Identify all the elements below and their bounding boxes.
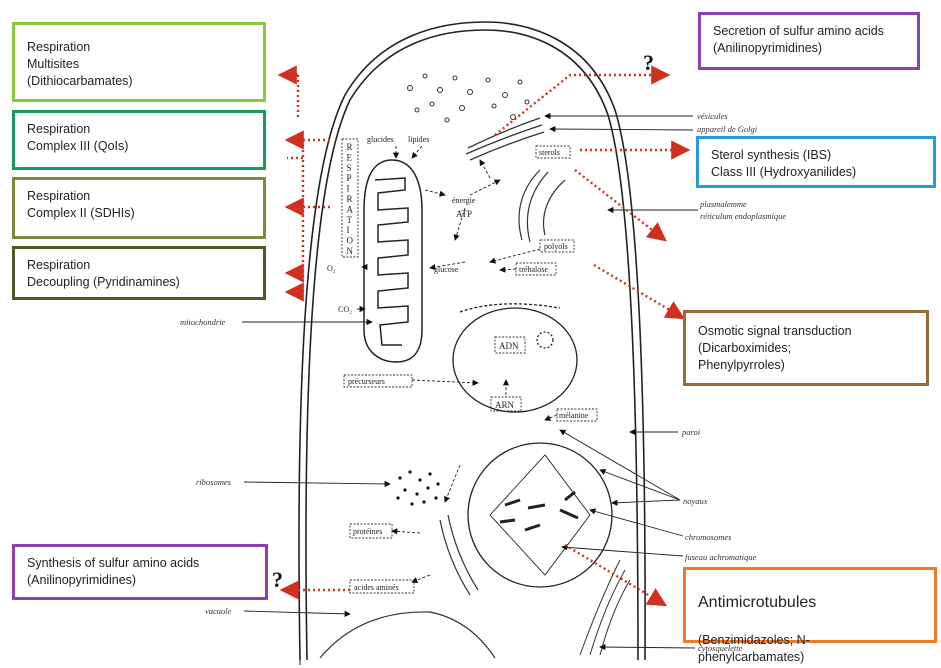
label-ribosomes: ribosomes [196, 477, 232, 487]
label-paroi: paroi [681, 427, 701, 437]
label-precurseurs: précurseurs [348, 377, 385, 386]
nucleus-upper [452, 303, 578, 413]
box-sterol-synthesis: Sterol synthesis (IBS) Class III (Hydrox… [696, 136, 936, 188]
vesicles [407, 73, 530, 123]
box-secretion-sulfur: Secretion of sulfur amino acids (Anilino… [698, 12, 920, 70]
label-sterols: sterols [539, 148, 560, 157]
rough-er [439, 514, 479, 596]
label-noyaux: noyaux [683, 496, 708, 506]
label-o2: O₂ [327, 264, 336, 273]
label-lipides: lipides [408, 135, 429, 144]
nucleus-lower [467, 442, 613, 588]
label-melanine: mélanine [559, 411, 589, 420]
endoplasmic-reticulum [518, 169, 566, 243]
respiration-letter: A [347, 204, 354, 214]
label-vacuole: vacuole [205, 606, 232, 616]
label-golgi: appareil de Golgi [697, 124, 758, 134]
question-mark-bottom: ? [272, 567, 283, 592]
respiration-letter: E [347, 152, 353, 162]
question-mark-top: ? [643, 50, 654, 75]
respiration-letter: S [347, 163, 352, 173]
label-adn: ADN [499, 341, 519, 351]
label-atp: ATP [456, 209, 472, 219]
cell-internal-arrows [357, 145, 558, 583]
label-arn: ARN [495, 400, 515, 410]
label-mitochondrie: mitochondrie [180, 317, 226, 327]
label-chromosomes: chromosomes [685, 532, 732, 542]
label-proteines: protéines [353, 527, 382, 536]
pointer-lines [242, 112, 698, 651]
red-dotted-connectors [277, 65, 691, 607]
label-glucides: glucides [367, 135, 394, 144]
box-antimicrotubules: Antimicrotubules (Benzimidazoles; N- phe… [683, 567, 937, 664]
box-respiration-multisites: Respiration Multisites (Dithiocarbamates… [12, 22, 266, 102]
box-osmotic-signal: Osmotic signal transduction (Dicarboximi… [683, 310, 929, 386]
box-synthesis-sulfur: Synthesis of sulfur amino acids (Anilino… [12, 544, 268, 600]
respiration-letter: P [347, 173, 352, 183]
label-polyols: polyols [544, 242, 568, 251]
respiration-letter: I [347, 225, 350, 235]
mitochondrion [363, 159, 423, 363]
label-energie: énergie [452, 196, 476, 205]
label-acides-amines: acides aminés [354, 583, 399, 592]
label-vesicules: vésicules [697, 111, 728, 121]
label-fuseau: fuseau achromatique [685, 552, 756, 562]
antimicrotubules-title: Antimicrotubules [698, 594, 817, 611]
label-reticulum: réticulum endoplasmique [700, 211, 786, 221]
respiration-letter: I [347, 184, 350, 194]
cell-label-boxes [341, 138, 598, 594]
respiration-letter: O [347, 236, 354, 246]
box-respiration-complex2: Respiration Complex II (SDHIs) [12, 177, 266, 239]
respiration-letter: N [347, 246, 354, 256]
ribosomes [396, 470, 440, 506]
box-respiration-decoupling: Respiration Decoupling (Pyridinamines) [12, 246, 266, 300]
respiration-letter: R [347, 194, 353, 204]
cytoskeleton [579, 559, 631, 656]
label-plasmalemme: plasmalemme [699, 199, 747, 209]
label-cytosquelette: cytosquelette [698, 643, 743, 653]
box-respiration-complex3: Respiration Complex III (QoIs) [12, 110, 266, 170]
hypha-cell-wall [298, 21, 646, 661]
vacuole [319, 611, 496, 659]
label-glucose: glucose [434, 265, 459, 274]
antimicrotubules-body: (Benzimidazoles; N- phenylcarbamates) [698, 633, 810, 664]
golgi-apparatus [465, 117, 545, 161]
label-trehalose: tréhalose [519, 265, 548, 274]
label-co2: CO₂ [338, 305, 352, 314]
respiration-letter: R [347, 142, 353, 152]
respiration-letter: T [347, 215, 353, 225]
